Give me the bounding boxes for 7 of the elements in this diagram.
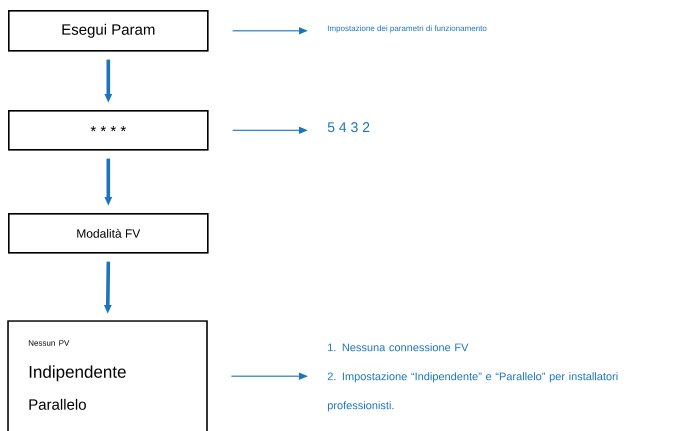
screen-box: Modalità FV	[8, 213, 209, 254]
note-text: Impostazione dei parametri di funzionamento	[328, 25, 486, 33]
screen-box: * * * *	[8, 110, 209, 151]
note-text: 5 4 3 2	[328, 122, 370, 132]
note-list: 1. Nessuna connessione FV 2. Impostazione “Indipendente” e “Parallelo” per installatori professionisti.	[328, 343, 618, 412]
screen-box: Nessun PV Indipendente Parallelo	[7, 320, 208, 431]
screen-box: Esegui Param	[8, 10, 209, 52]
